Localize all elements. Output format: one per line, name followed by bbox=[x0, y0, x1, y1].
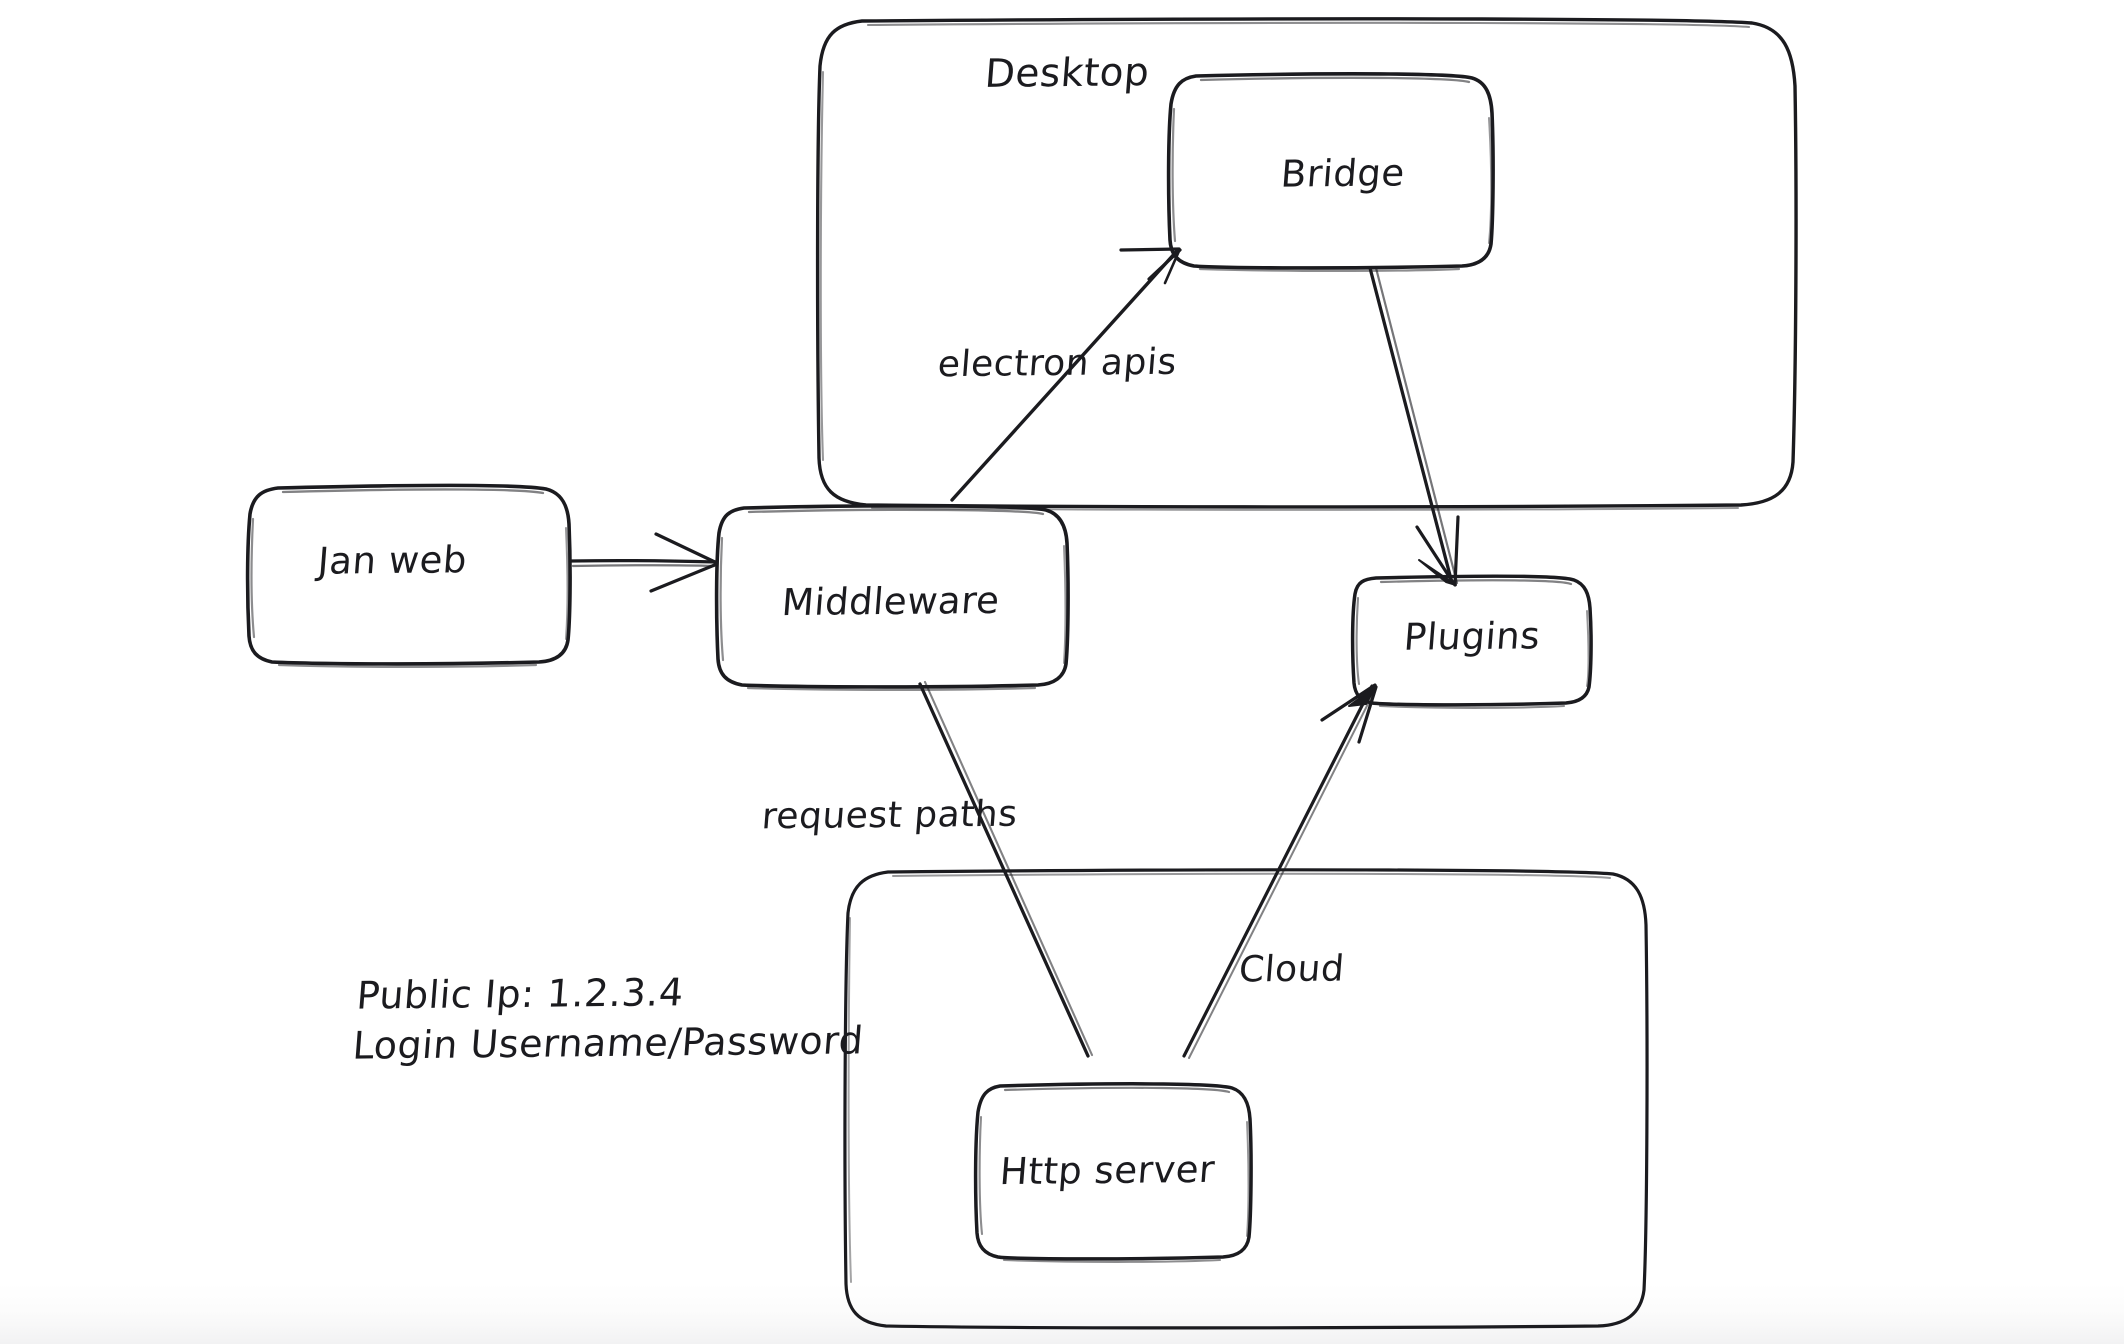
node-label-plugins: Plugins bbox=[1402, 614, 1542, 659]
node-http-server-shape[interactable] bbox=[973, 1082, 1253, 1263]
group-desktop[interactable] bbox=[815, 17, 1798, 511]
node-jan-web-shape[interactable] bbox=[245, 483, 572, 668]
node-bridge-shape[interactable] bbox=[1166, 72, 1495, 272]
group-label-desktop: Desktop bbox=[983, 50, 1152, 97]
edge-label-request-paths: request paths bbox=[760, 793, 1020, 838]
edge-middleware-to-http-server[interactable] bbox=[918, 680, 1094, 1058]
group-cloud[interactable] bbox=[843, 868, 1649, 1330]
edge-jan-web-to-middleware[interactable] bbox=[569, 532, 719, 593]
edge-label-electron-apis: electron apis bbox=[936, 341, 1179, 386]
note-public-ip: Public Ip: 1.2.3.4 bbox=[355, 970, 686, 1018]
node-label-jan-web: Jan web bbox=[316, 538, 469, 583]
node-label-bridge: Bridge bbox=[1279, 151, 1407, 196]
edge-http-server-to-plugins[interactable] bbox=[1182, 683, 1378, 1059]
edge-middleware-to-bridge[interactable] bbox=[950, 247, 1182, 502]
node-label-http-server: Http server bbox=[998, 1147, 1217, 1194]
node-label-middleware: Middleware bbox=[780, 578, 1002, 625]
edge-bridge-to-plugins[interactable] bbox=[1368, 266, 1460, 587]
note-login: Login Username/Password bbox=[351, 1018, 866, 1068]
node-plugins-shape[interactable] bbox=[1350, 574, 1593, 709]
note-credentials: Public Ip: 1.2.3.4 Login Username/Passwo… bbox=[351, 965, 869, 1071]
node-middleware-shape[interactable] bbox=[714, 504, 1070, 691]
edge-label-cloud: Cloud bbox=[1237, 948, 1346, 991]
